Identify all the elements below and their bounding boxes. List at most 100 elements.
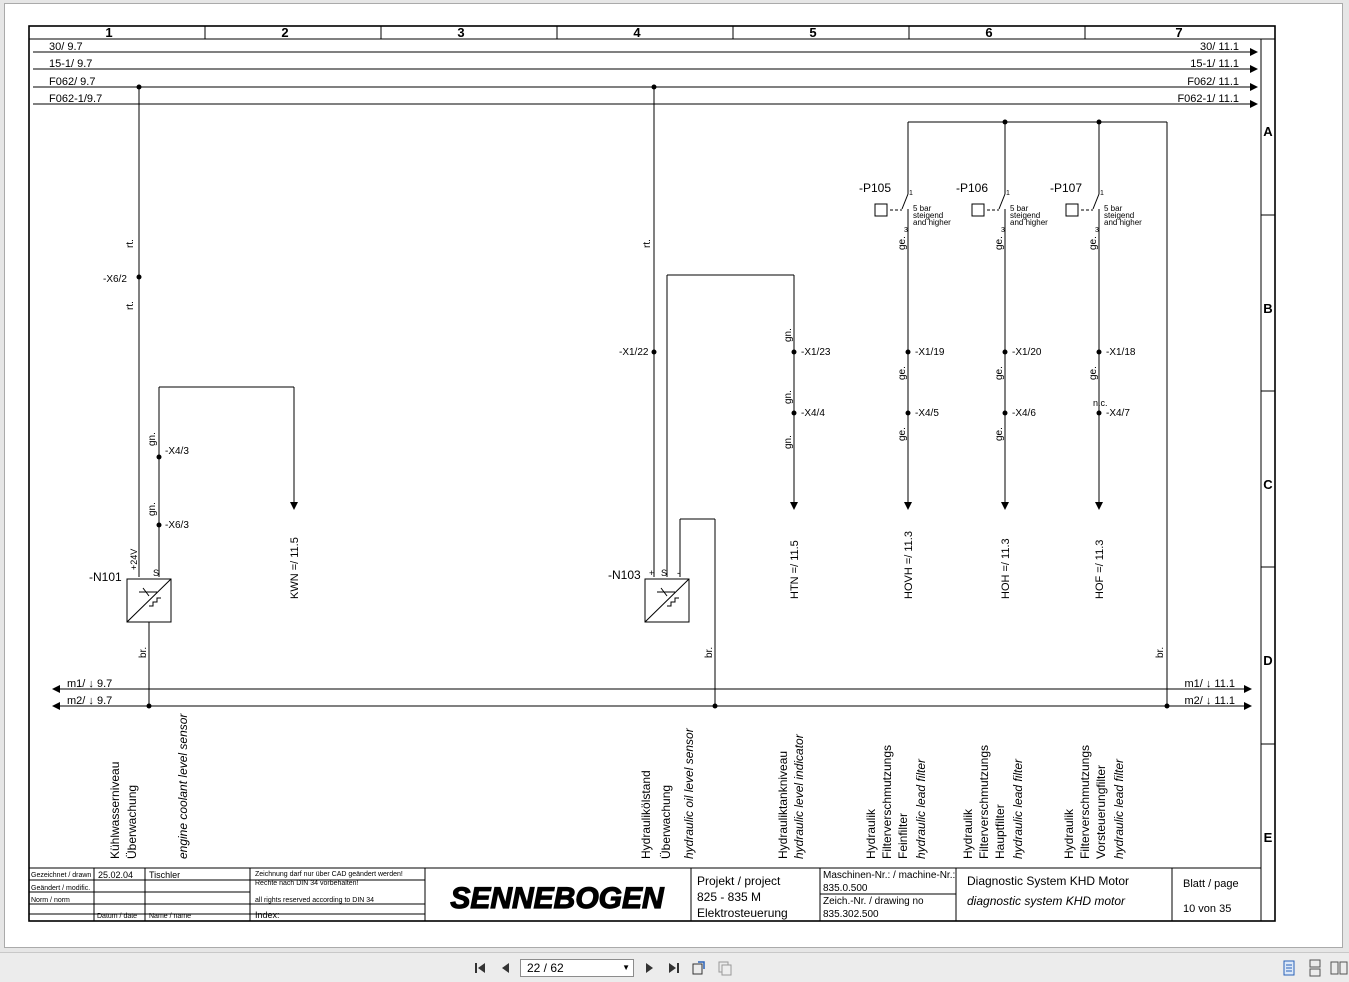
wire-color-label: br. bbox=[1155, 647, 1166, 658]
connector-label: -X4/5 bbox=[915, 408, 939, 419]
cross-reference-hovh: HOVH =/ 11.3 bbox=[903, 531, 915, 599]
connector-label: -X6/3 bbox=[165, 520, 189, 531]
two-page-icon[interactable] bbox=[1330, 959, 1348, 977]
description-text: Filterverschmutzungs bbox=[1078, 745, 1092, 859]
switch-spec: and higher bbox=[913, 218, 951, 227]
last-page-icon[interactable] bbox=[664, 959, 682, 977]
connector-label: -X4/6 bbox=[1012, 408, 1036, 419]
description-text: hydraulic lead filter bbox=[914, 758, 928, 859]
tb-sheet-value: 10 von 35 bbox=[1183, 903, 1231, 915]
chevron-down-icon[interactable]: ▼ bbox=[622, 963, 630, 972]
ground-label-m2-left: m2/ ↓ 9.7 bbox=[67, 695, 112, 707]
prev-page-icon[interactable] bbox=[497, 959, 515, 977]
wire-color-label: rt. bbox=[125, 239, 136, 248]
switch-spec: steigend bbox=[913, 211, 943, 220]
next-page-icon[interactable] bbox=[640, 959, 658, 977]
tb-drawn-date: 25.02.04 bbox=[98, 870, 133, 880]
tb-project-label: Projekt / project bbox=[697, 874, 781, 888]
pin-label: - bbox=[677, 568, 680, 578]
wire-color-label: ge. bbox=[897, 427, 908, 441]
rail-label-f062-left: F062/ 9.7 bbox=[49, 76, 95, 88]
wire-color-label: ge. bbox=[897, 236, 908, 250]
single-page-icon[interactable] bbox=[1280, 959, 1298, 977]
switch-spec: 5 bar bbox=[913, 204, 932, 213]
switch-spec: and higher bbox=[1104, 218, 1142, 227]
wire-color-label: gn. bbox=[147, 502, 158, 516]
description-text: hydraulic oil level sensor bbox=[682, 727, 696, 859]
wire-color-label: ge. bbox=[994, 366, 1005, 380]
pin-label: S bbox=[153, 568, 159, 578]
column-label-3: 3 bbox=[457, 25, 464, 40]
row-label-e: E bbox=[1264, 830, 1273, 845]
column-label-1: 1 bbox=[105, 25, 112, 40]
tb-cad-note: Zeichnung darf nur über CAD geändert wer… bbox=[255, 871, 403, 878]
tb-machine-value: 835.0.500 bbox=[823, 883, 868, 894]
switch-spec: 5 bar bbox=[1010, 204, 1029, 213]
rotate-icon[interactable] bbox=[690, 959, 708, 977]
description-text: engine coolant level sensor bbox=[176, 713, 190, 859]
wire-color-label: ge. bbox=[994, 236, 1005, 250]
sennebogen-logo: SENNEBOGEN bbox=[450, 882, 665, 915]
cross-reference-htn: HTN =/ 11.5 bbox=[789, 540, 801, 599]
column-label-5: 5 bbox=[809, 25, 816, 40]
wire-color-label: rt. bbox=[642, 239, 653, 248]
tb-cad-note: Rechte nach DIN 34 vorbehalten! bbox=[255, 880, 359, 887]
tb-drawn-label: Gezeichnet / drawn bbox=[31, 872, 91, 879]
connector-label: -X4/7 bbox=[1106, 408, 1130, 419]
connector-label: -X4/3 bbox=[165, 446, 189, 457]
wire-color-label: gn. bbox=[783, 435, 794, 449]
connector-label: -X4/4 bbox=[801, 408, 825, 419]
column-label-4: 4 bbox=[633, 25, 641, 40]
tb-drawing-label: Zeich.-Nr. / drawing no bbox=[823, 896, 924, 907]
pin-label: 1 bbox=[1006, 190, 1010, 197]
rail-label-f062-right: F062/ 11.1 bbox=[1187, 76, 1239, 88]
pin-label: S bbox=[661, 568, 667, 578]
copy-icon[interactable] bbox=[716, 959, 734, 977]
description-text: hydraulic level indicator bbox=[792, 733, 806, 859]
tb-title-en: diagnostic system KHD motor bbox=[967, 894, 1126, 908]
cross-reference-hoh: HOH =/ 11.3 bbox=[1000, 538, 1012, 599]
wire-color-label: gn. bbox=[783, 328, 794, 342]
continuous-icon[interactable] bbox=[1306, 959, 1324, 977]
page-number-input[interactable]: 22 / 62 ▼ bbox=[520, 959, 634, 977]
description-text: Überwachung bbox=[659, 785, 673, 859]
page-number-value: 22 / 62 bbox=[527, 961, 564, 975]
row-label-a: A bbox=[1263, 124, 1273, 139]
rail-label-30-right: 30/ 11.1 bbox=[1200, 41, 1239, 53]
description-text: Feinfilter bbox=[896, 813, 910, 859]
description-text: Hydraulik bbox=[961, 808, 975, 859]
pin-label: 1 bbox=[909, 190, 913, 197]
row-label-c: C bbox=[1263, 477, 1273, 492]
tb-index-label: Index: bbox=[255, 910, 280, 920]
switch-spec: steigend bbox=[1010, 211, 1040, 220]
first-page-icon[interactable] bbox=[472, 959, 490, 977]
component-ref-p105: -P105 bbox=[859, 181, 891, 195]
wire-color-label: rt. bbox=[125, 301, 136, 310]
description-text: Hauptfilter bbox=[993, 804, 1007, 859]
connector-label: -X1/22 bbox=[619, 347, 649, 358]
description-text: Hydrauliktankniveau bbox=[776, 751, 790, 859]
description-text: Hydraulik bbox=[864, 808, 878, 859]
rail-label-f062-1-left: F062-1/9.7 bbox=[49, 93, 102, 105]
tb-rights: all rights reserved according to DIN 34 bbox=[255, 897, 374, 904]
wire-color-label: ge. bbox=[1088, 236, 1099, 250]
ground-label-m1-right: m1/ ↓ 11.1 bbox=[1184, 678, 1235, 690]
component-ref-p107: -P107 bbox=[1050, 181, 1082, 195]
rail-label-f062-1-right: F062-1/ 11.1 bbox=[1177, 93, 1239, 105]
column-label-7: 7 bbox=[1175, 25, 1182, 40]
description-text: hydraulic lead filter bbox=[1112, 758, 1126, 859]
pin-label: + bbox=[649, 568, 654, 578]
ground-label-m1-left: m1/ ↓ 9.7 bbox=[67, 678, 112, 690]
tb-project-value: 825 - 835 M bbox=[697, 890, 761, 904]
wire-color-label: gn. bbox=[783, 390, 794, 404]
description-text: hydraulic lead filter bbox=[1011, 758, 1025, 859]
description-text: Vorsteuerungfilter bbox=[1094, 765, 1108, 859]
tb-modif-label: Geändert / modific. bbox=[31, 885, 90, 892]
rail-label-30-left: 30/ 9.7 bbox=[49, 41, 83, 53]
pin-label: 3 bbox=[1001, 227, 1005, 234]
cross-reference-kwn: KWN =/ 11.5 bbox=[289, 537, 301, 599]
wire-color-label: n.c. bbox=[1093, 398, 1108, 408]
connector-label: -X1/23 bbox=[801, 347, 831, 358]
switch-spec: steigend bbox=[1104, 211, 1134, 220]
ground-label-m2-right: m2/ ↓ 11.1 bbox=[1184, 695, 1235, 707]
